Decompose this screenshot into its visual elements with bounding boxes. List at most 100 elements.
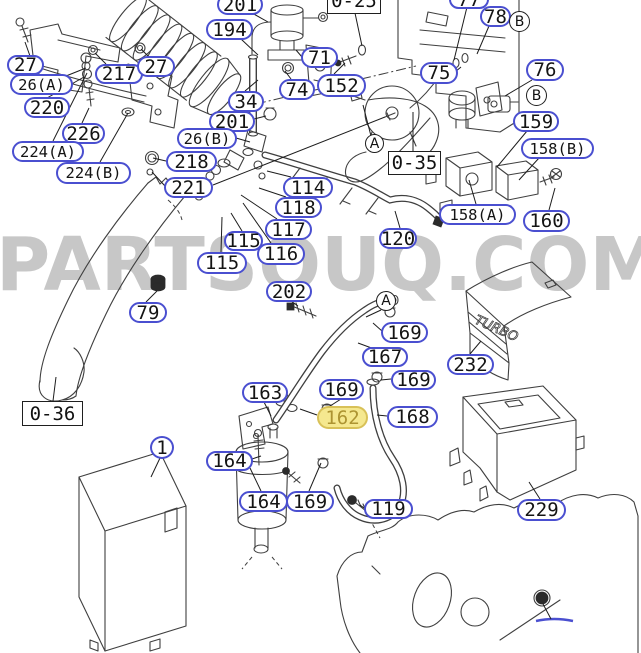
view-circle-b: B xyxy=(509,11,530,32)
leader-line xyxy=(380,378,392,381)
part-label-76[interactable]: 76 xyxy=(526,59,564,81)
part-label-115[interactable]: 115 xyxy=(197,252,247,274)
part-label-27[interactable]: 27 xyxy=(7,54,44,76)
part-label-74[interactable]: 74 xyxy=(279,79,315,101)
part-label-115[interactable]: 115 xyxy=(224,230,263,252)
leader-line xyxy=(244,79,259,92)
leader-line xyxy=(81,107,90,124)
part-label-201[interactable]: 201 xyxy=(209,111,255,133)
leader-line xyxy=(476,25,490,55)
part-label-114[interactable]: 114 xyxy=(283,177,333,199)
leader-line xyxy=(266,170,292,178)
part-label-224a[interactable]: 224(A) xyxy=(12,141,84,162)
part-label-169[interactable]: 169 xyxy=(391,369,436,391)
leader-line xyxy=(548,187,556,211)
leader-line xyxy=(212,116,386,186)
air-duct-art xyxy=(38,176,186,402)
part-label-75[interactable]: 75 xyxy=(420,62,458,84)
part-label-164[interactable]: 164 xyxy=(206,450,253,472)
part-label-162[interactable]: 162 xyxy=(317,406,368,429)
leader-line xyxy=(542,603,552,620)
part-label-217[interactable]: 217 xyxy=(95,63,143,85)
part-label-152[interactable]: 152 xyxy=(317,74,366,97)
part-label-160[interactable]: 160 xyxy=(523,210,570,232)
ref-box-0-25[interactable]: 0-25 xyxy=(327,0,381,14)
leader-line xyxy=(52,72,88,142)
leader-line xyxy=(333,62,346,75)
leader-line xyxy=(308,462,322,492)
part-label-221[interactable]: 221 xyxy=(164,177,213,199)
part-label-201[interactable]: 201 xyxy=(217,0,263,16)
part-label-224b[interactable]: 224(B) xyxy=(56,162,131,184)
part-label-158a[interactable]: 158(A) xyxy=(439,204,516,225)
leader-line xyxy=(394,210,401,229)
part-label-164[interactable]: 164 xyxy=(239,491,288,513)
part-label-119[interactable]: 119 xyxy=(364,498,413,520)
part-label-232[interactable]: 232 xyxy=(447,354,494,376)
ref-box-0-35[interactable]: 0-35 xyxy=(388,151,441,175)
leader-line xyxy=(504,79,533,97)
leader-line xyxy=(263,401,272,417)
part-label-117[interactable]: 117 xyxy=(265,219,312,241)
part-label-158b[interactable]: 158(B) xyxy=(521,138,594,159)
part-label-169[interactable]: 169 xyxy=(286,491,334,513)
leader-line xyxy=(453,6,468,61)
leader-line xyxy=(365,309,382,318)
part-label-169[interactable]: 169 xyxy=(319,379,364,401)
leader-line xyxy=(518,157,540,181)
leader-line xyxy=(150,457,161,478)
part-label-71[interactable]: 71 xyxy=(301,47,338,69)
watermark: PARTSOUQ.COM xyxy=(0,222,641,308)
part-label-202[interactable]: 202 xyxy=(266,281,312,303)
leader-line xyxy=(258,187,287,198)
leader-line xyxy=(528,481,541,500)
leader-line xyxy=(468,179,477,205)
leader-line xyxy=(299,408,318,416)
leader-line xyxy=(240,38,259,56)
leader-line xyxy=(376,414,388,417)
part-label-27[interactable]: 27 xyxy=(137,56,175,78)
leader-line xyxy=(249,467,262,492)
part-label-26a[interactable]: 26(A) xyxy=(10,74,73,95)
leader-line xyxy=(242,202,272,244)
leader-line xyxy=(152,157,167,162)
leader-line xyxy=(235,137,251,143)
ref-box-0-36[interactable]: 0-36 xyxy=(22,401,83,426)
part-label-118[interactable]: 118 xyxy=(275,197,322,219)
part-label-194[interactable]: 194 xyxy=(206,19,253,41)
part-label-168[interactable]: 168 xyxy=(387,406,438,428)
part-label-34[interactable]: 34 xyxy=(228,91,264,113)
part-label-220[interactable]: 220 xyxy=(24,97,70,119)
part-label-159[interactable]: 159 xyxy=(513,111,559,133)
leader-line xyxy=(145,290,158,303)
part-label-116[interactable]: 116 xyxy=(257,243,305,265)
leader-line xyxy=(469,340,482,355)
part-label-26b[interactable]: 26(B) xyxy=(177,128,237,149)
leader-line xyxy=(362,104,372,137)
part-label-1[interactable]: 1 xyxy=(150,436,174,459)
part-label-163[interactable]: 163 xyxy=(242,382,288,404)
part-label-167[interactable]: 167 xyxy=(362,346,408,368)
view-circle-a: A xyxy=(365,134,384,153)
leader-line xyxy=(230,212,243,232)
part-label-169[interactable]: 169 xyxy=(381,322,428,344)
leader-line xyxy=(65,67,87,77)
view-circle-a: A xyxy=(376,291,396,311)
part-label-229[interactable]: 229 xyxy=(517,499,566,521)
engine-block-art xyxy=(397,0,520,133)
leader-line xyxy=(151,171,166,187)
leader-line xyxy=(251,455,262,460)
leader-line xyxy=(496,130,528,168)
part-label-79[interactable]: 79 xyxy=(129,302,167,324)
engine-head-art xyxy=(336,493,639,653)
leader-line xyxy=(253,115,267,120)
bracket-229-art xyxy=(449,385,585,502)
part-label-78[interactable]: 78 xyxy=(480,6,511,28)
part-label-218[interactable]: 218 xyxy=(166,151,217,173)
leader-line xyxy=(220,216,223,253)
view-circle-b: B xyxy=(526,85,547,106)
part-label-120[interactable]: 120 xyxy=(379,227,417,250)
part-label-226[interactable]: 226 xyxy=(62,123,105,145)
